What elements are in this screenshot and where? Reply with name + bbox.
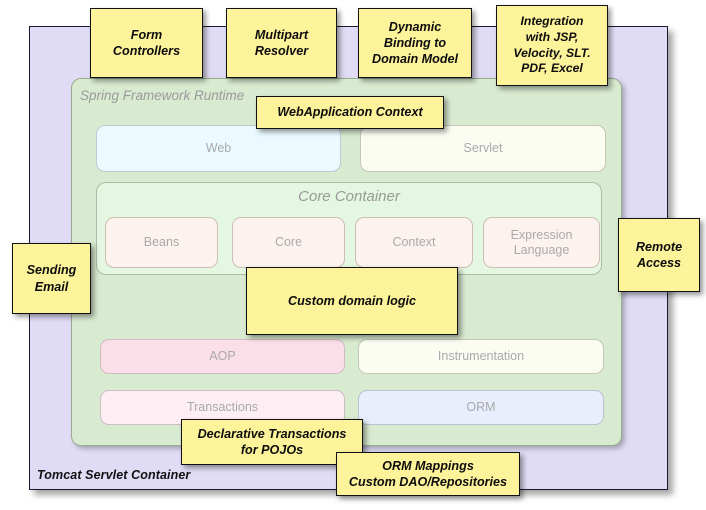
module-beans[interactable]: Beans [105,217,218,268]
module-core[interactable]: Core [232,217,345,268]
note-declarative-transactions[interactable]: Declarative Transactions for POJOs [181,419,363,465]
note-custom-domain-logic[interactable]: Custom domain logic [246,267,458,335]
module-instrumentation[interactable]: Instrumentation [358,339,604,374]
module-web[interactable]: Web [96,125,341,172]
note-sending-email[interactable]: Sending Email [12,243,91,314]
note-dynamic-binding[interactable]: Dynamic Binding to Domain Model [358,8,472,78]
module-servlet[interactable]: Servlet [360,125,606,172]
module-orm[interactable]: ORM [358,390,604,425]
note-form-controllers[interactable]: Form Controllers [90,8,203,78]
note-remote-access[interactable]: Remote Access [618,218,700,292]
note-orm-mappings[interactable]: ORM Mappings Custom DAO/Repositories [336,452,520,496]
module-aop[interactable]: AOP [100,339,345,374]
tomcat-servlet-container-label: Tomcat Servlet Container [37,468,191,482]
note-integration-view-technologies[interactable]: Integration with JSP, Velocity, SLT. PDF… [496,5,608,86]
note-multipart-resolver[interactable]: Multipart Resolver [226,8,337,78]
note-webapplication-context[interactable]: WebApplication Context [256,96,444,129]
module-expression-language[interactable]: Expression Language [483,217,600,268]
core-container-label: Core Container [298,188,400,205]
spring-framework-runtime-label: Spring Framework Runtime [80,88,245,103]
module-context[interactable]: Context [355,217,473,268]
